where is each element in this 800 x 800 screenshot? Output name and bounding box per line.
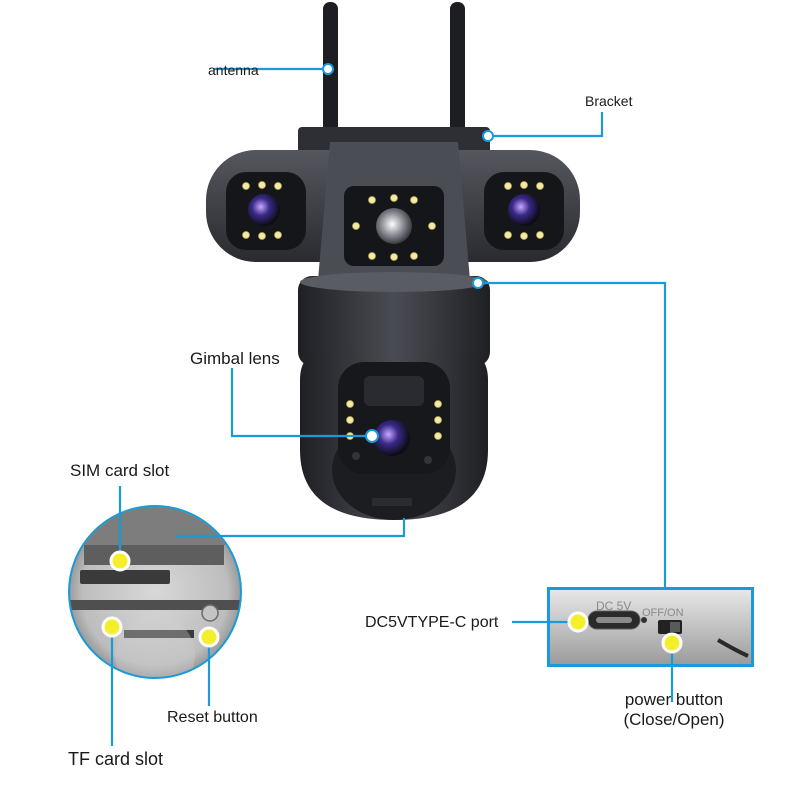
antenna-marker	[322, 63, 334, 75]
power-button-label-line1: power button	[624, 690, 724, 709]
left-antenna	[323, 2, 338, 152]
housing-marker	[472, 277, 484, 289]
left-lens	[248, 194, 280, 226]
gimbal-callout-line	[230, 368, 372, 438]
neck-cylinder	[298, 276, 490, 366]
tf-card-slot-label: TF card slot	[68, 749, 164, 769]
panel-print-dc: DC 5V	[596, 599, 631, 613]
slot-closeup	[68, 505, 242, 679]
right-antenna	[450, 2, 465, 152]
reset-hole	[201, 604, 219, 622]
bracket-label: Bracket	[585, 93, 633, 109]
dc-port-label: DC5VTYPE-C port	[365, 614, 499, 631]
callout-dots	[101, 63, 683, 654]
sim-card-slot-label: SIM card slot	[70, 461, 170, 480]
power-button-label-line2: (Close/Open)	[623, 709, 725, 729]
power-marker	[661, 632, 683, 654]
reset-marker	[198, 626, 220, 648]
dc-port-marker	[567, 611, 589, 633]
bracket-marker	[482, 130, 494, 142]
gimbal-lens-label: Gimbal lens	[190, 349, 280, 368]
tf-marker	[101, 616, 123, 638]
gimbal-lens	[374, 420, 410, 456]
bracket-callout-line	[488, 112, 604, 138]
tf-slot-opening	[70, 600, 240, 610]
gimbal-marker	[365, 429, 379, 443]
right-lens	[508, 194, 540, 226]
panel-link-line	[478, 281, 667, 588]
closeup-link-line	[176, 518, 406, 538]
camera-illustration	[206, 2, 580, 520]
sim-marker	[109, 550, 131, 572]
zoom-lens-window	[364, 376, 424, 406]
center-lens	[376, 208, 412, 244]
antenna-label: antenna	[208, 62, 259, 78]
power-button-label: power button (Close/Open)	[612, 690, 736, 729]
reset-button-label: Reset button	[167, 709, 258, 726]
callout-lines	[110, 67, 674, 746]
panel-print-offon: OFF/ON	[642, 607, 684, 619]
sim-slot-opening	[80, 570, 170, 584]
speaker-grill	[372, 498, 412, 506]
